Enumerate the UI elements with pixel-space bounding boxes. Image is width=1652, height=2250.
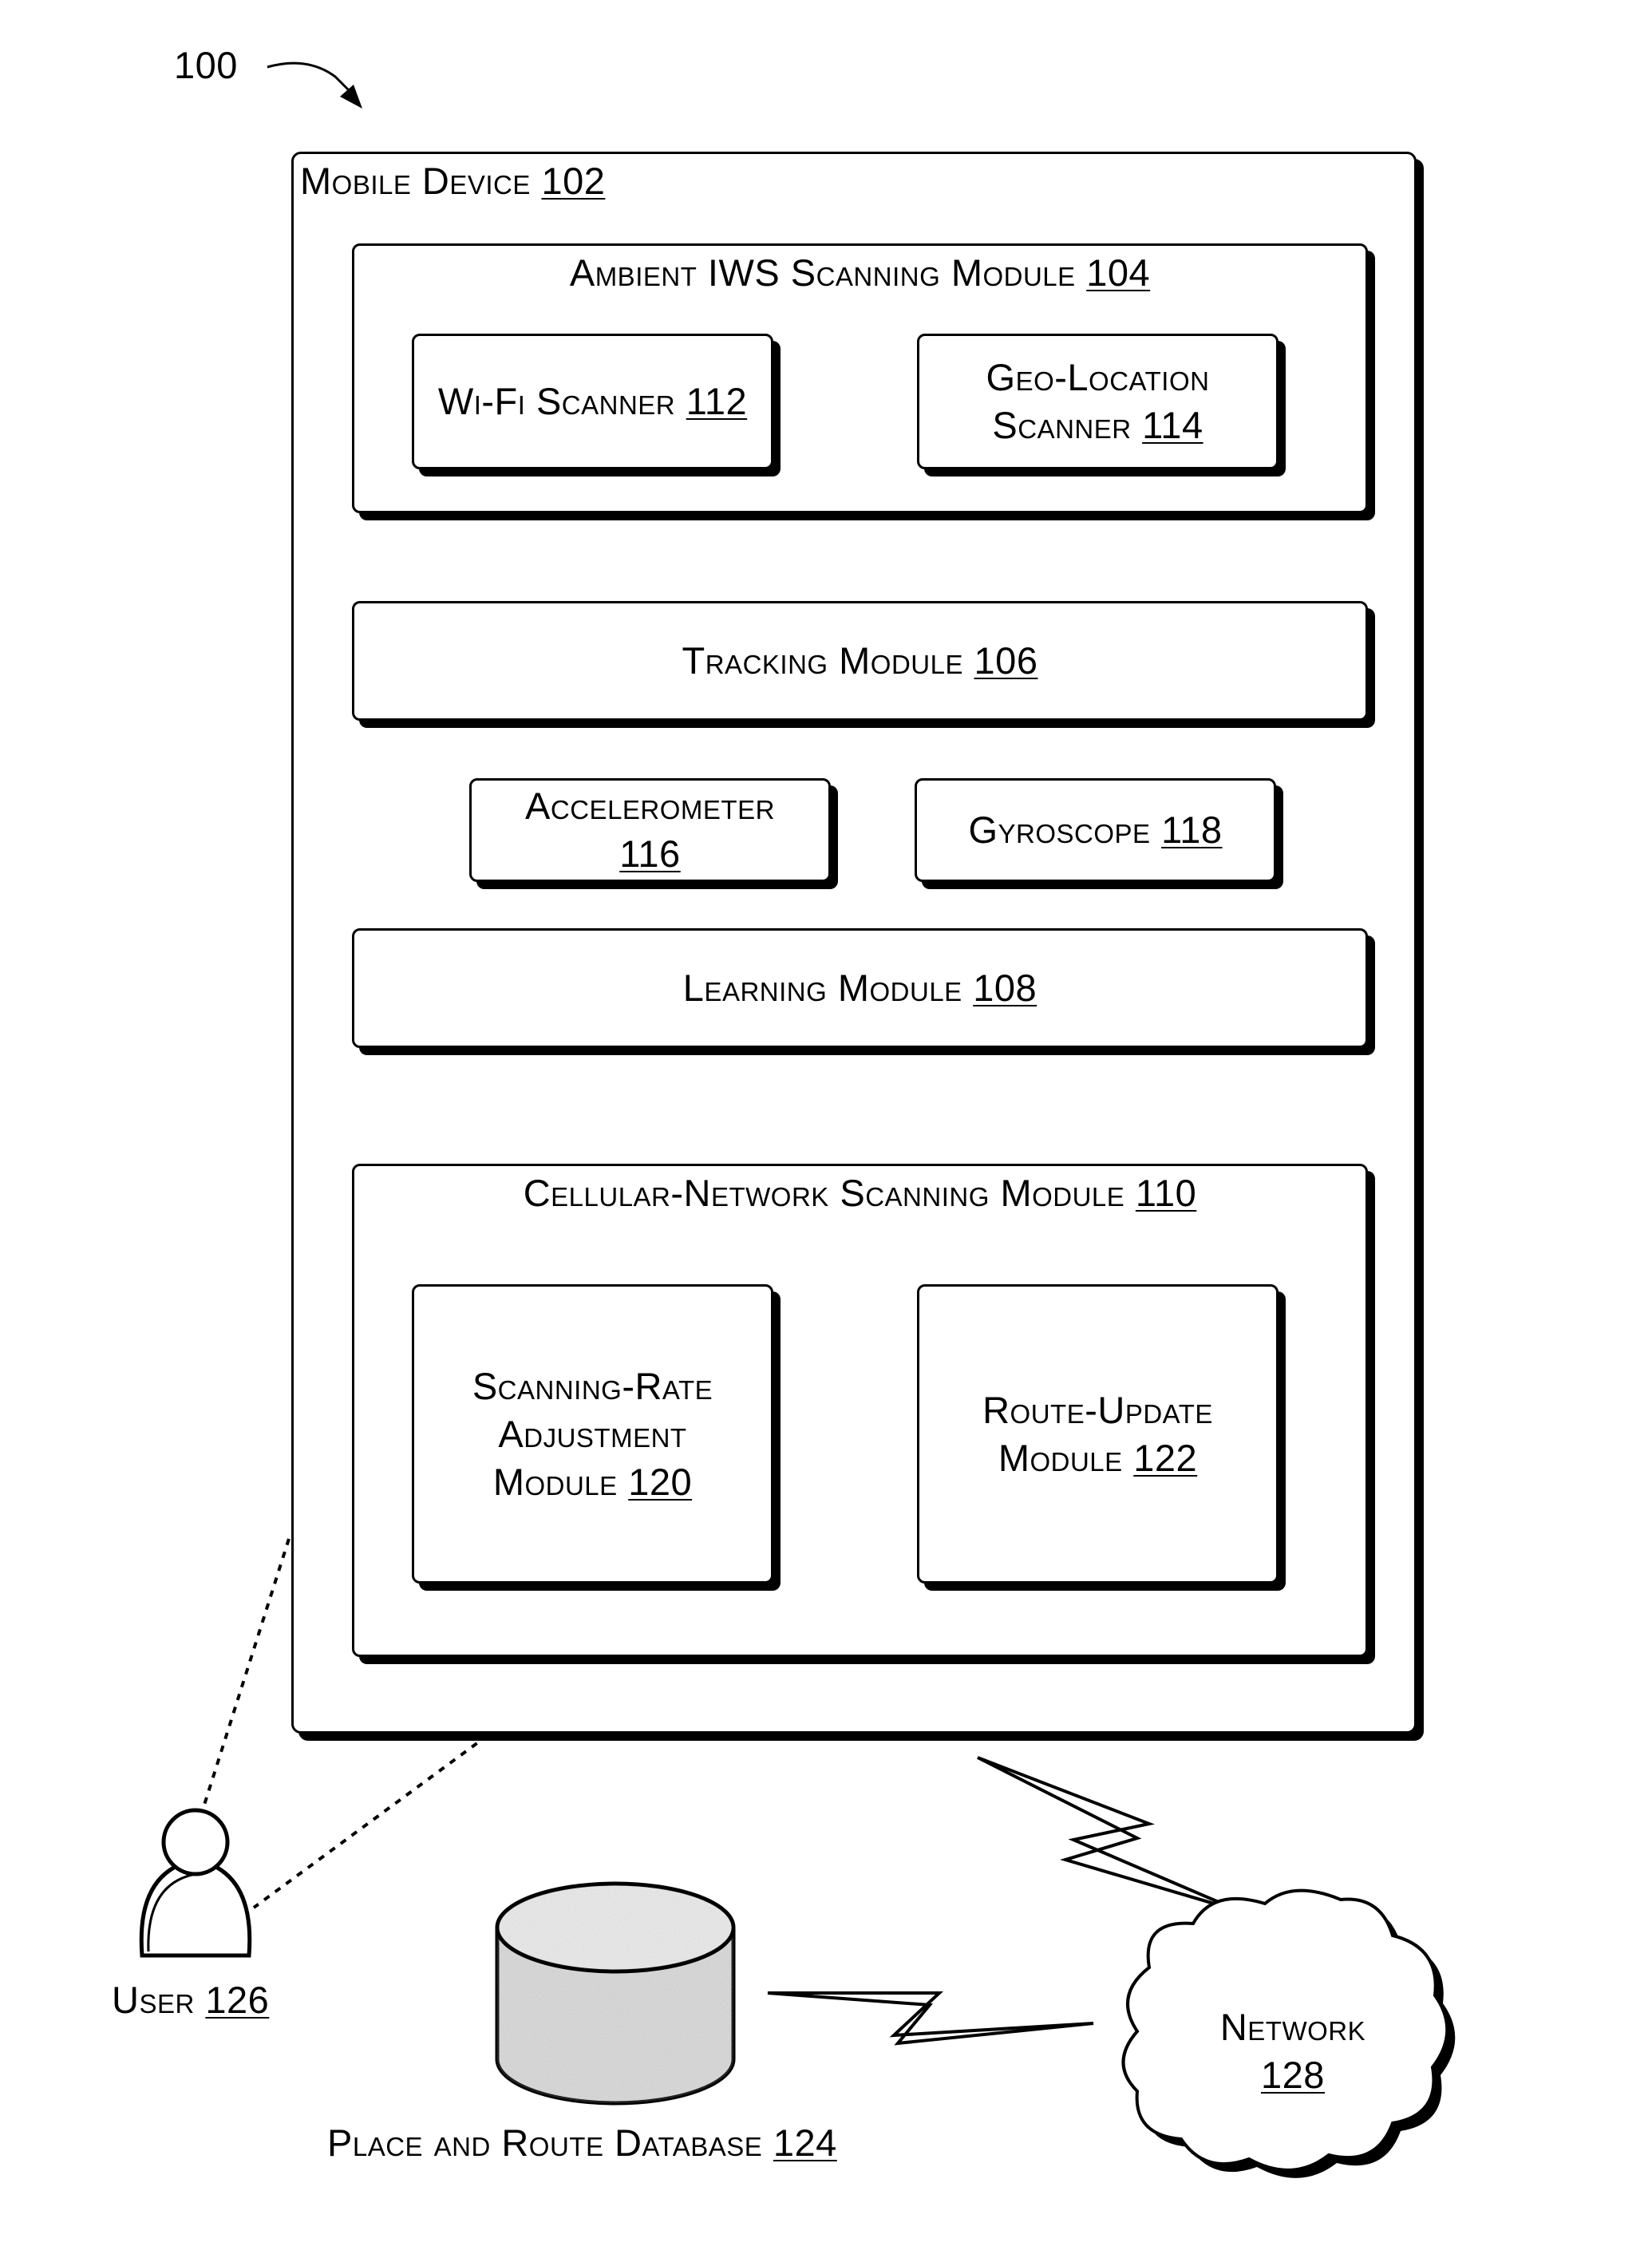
scanning-rate-ref: 120	[628, 1461, 692, 1503]
user-device-dotted-line-1	[200, 1539, 289, 1820]
gyroscope-name: Gyroscope	[968, 809, 1150, 851]
wifi-scanner-box: Wi-Fi Scanner 112	[412, 334, 773, 469]
network-ref: 128	[1261, 2054, 1325, 2096]
mobile-device-label: Mobile Device 102	[300, 157, 605, 205]
ambient-iws-scanning-module-box: Ambient IWS Scanning Module 104 Wi-Fi Sc…	[352, 243, 1368, 513]
route-update-module-box: Route-Update Module 122	[917, 1284, 1279, 1584]
geo-scanner-line2: Scanner	[992, 404, 1131, 446]
geo-location-scanner-label: Geo-Location Scanner 114	[919, 336, 1276, 467]
tracking-module-box: Tracking Module 106	[352, 601, 1368, 721]
wifi-scanner-name: Wi-Fi Scanner	[438, 380, 675, 422]
figure-ref-arrow	[267, 63, 351, 93]
wifi-scanner-ref: 112	[686, 380, 747, 422]
geo-scanner-ref: 114	[1142, 404, 1203, 446]
mobile-device-ref: 102	[541, 160, 605, 202]
database-ref: 124	[773, 2121, 837, 2164]
learning-module-label: Learning Module 108	[354, 931, 1365, 1046]
scanning-rate-adjustment-module-box: Scanning-Rate Adjustment Module 120	[412, 1284, 773, 1584]
route-update-module-label: Route-Update Module 122	[919, 1287, 1276, 1581]
learning-module-box: Learning Module 108	[352, 928, 1368, 1048]
figure-ref-arrowhead	[340, 85, 362, 109]
figure-number: 100	[174, 42, 238, 89]
user-icon	[141, 1810, 250, 1955]
wifi-scanner-label: Wi-Fi Scanner 112	[414, 336, 771, 467]
database-name: Place and Route Database	[327, 2121, 762, 2164]
tracking-module-label: Tracking Module 106	[354, 603, 1365, 718]
gyroscope-box: Gyroscope 118	[915, 778, 1276, 882]
scanning-rate-line1: Scanning-Rate	[472, 1365, 713, 1407]
accelerometer-name: Accelerometer	[525, 785, 775, 827]
mobile-device-name: Mobile Device	[300, 160, 531, 202]
database-icon	[497, 1884, 733, 2103]
route-update-line2: Module	[998, 1437, 1123, 1479]
geo-scanner-line1: Geo-Location	[986, 356, 1210, 398]
figure-number-text: 100	[174, 44, 238, 86]
route-update-line1: Route-Update	[982, 1389, 1213, 1431]
network-name: Network	[1220, 2006, 1365, 2048]
gyroscope-ref: 118	[1161, 809, 1222, 851]
cellular-module-label: Cellular-Network Scanning Module 110	[354, 1169, 1365, 1217]
learning-module-name: Learning Module	[683, 967, 962, 1009]
network-label: Network 128	[1165, 2003, 1421, 2099]
database-network-wireless-link	[768, 1993, 1093, 2043]
cellular-network-scanning-module-box: Cellular-Network Scanning Module 110 Sca…	[352, 1164, 1368, 1657]
learning-module-ref: 108	[973, 967, 1037, 1009]
accelerometer-box: Accelerometer 116	[469, 778, 831, 882]
user-name: User	[112, 1979, 195, 2021]
cellular-module-name: Cellular-Network Scanning Module	[524, 1172, 1125, 1214]
ambient-module-ref: 104	[1086, 251, 1150, 294]
scanning-rate-module-label: Scanning-Rate Adjustment Module 120	[414, 1287, 771, 1581]
scanning-rate-line3: Module	[493, 1461, 618, 1503]
cellular-module-ref: 110	[1136, 1172, 1196, 1214]
ambient-module-name: Ambient IWS Scanning Module	[570, 251, 1076, 294]
route-update-ref: 122	[1133, 1437, 1197, 1479]
database-label: Place and Route Database 124	[327, 2119, 837, 2167]
user-ref: 126	[205, 1979, 269, 2021]
user-device-dotted-line-2	[254, 1727, 499, 1908]
tracking-module-ref: 106	[974, 639, 1038, 682]
accelerometer-ref: 116	[619, 832, 680, 875]
mobile-device-box: Mobile Device 102 Ambient IWS Scanning M…	[291, 152, 1417, 1734]
device-network-wireless-link	[978, 1758, 1241, 1912]
user-label: User 126	[112, 1976, 269, 2024]
accelerometer-label: Accelerometer 116	[472, 781, 828, 880]
scanning-rate-line2: Adjustment	[498, 1413, 686, 1455]
ambient-module-label: Ambient IWS Scanning Module 104	[354, 249, 1365, 297]
geo-location-scanner-box: Geo-Location Scanner 114	[917, 334, 1279, 469]
tracking-module-name: Tracking Module	[682, 639, 963, 682]
gyroscope-label: Gyroscope 118	[917, 781, 1274, 880]
